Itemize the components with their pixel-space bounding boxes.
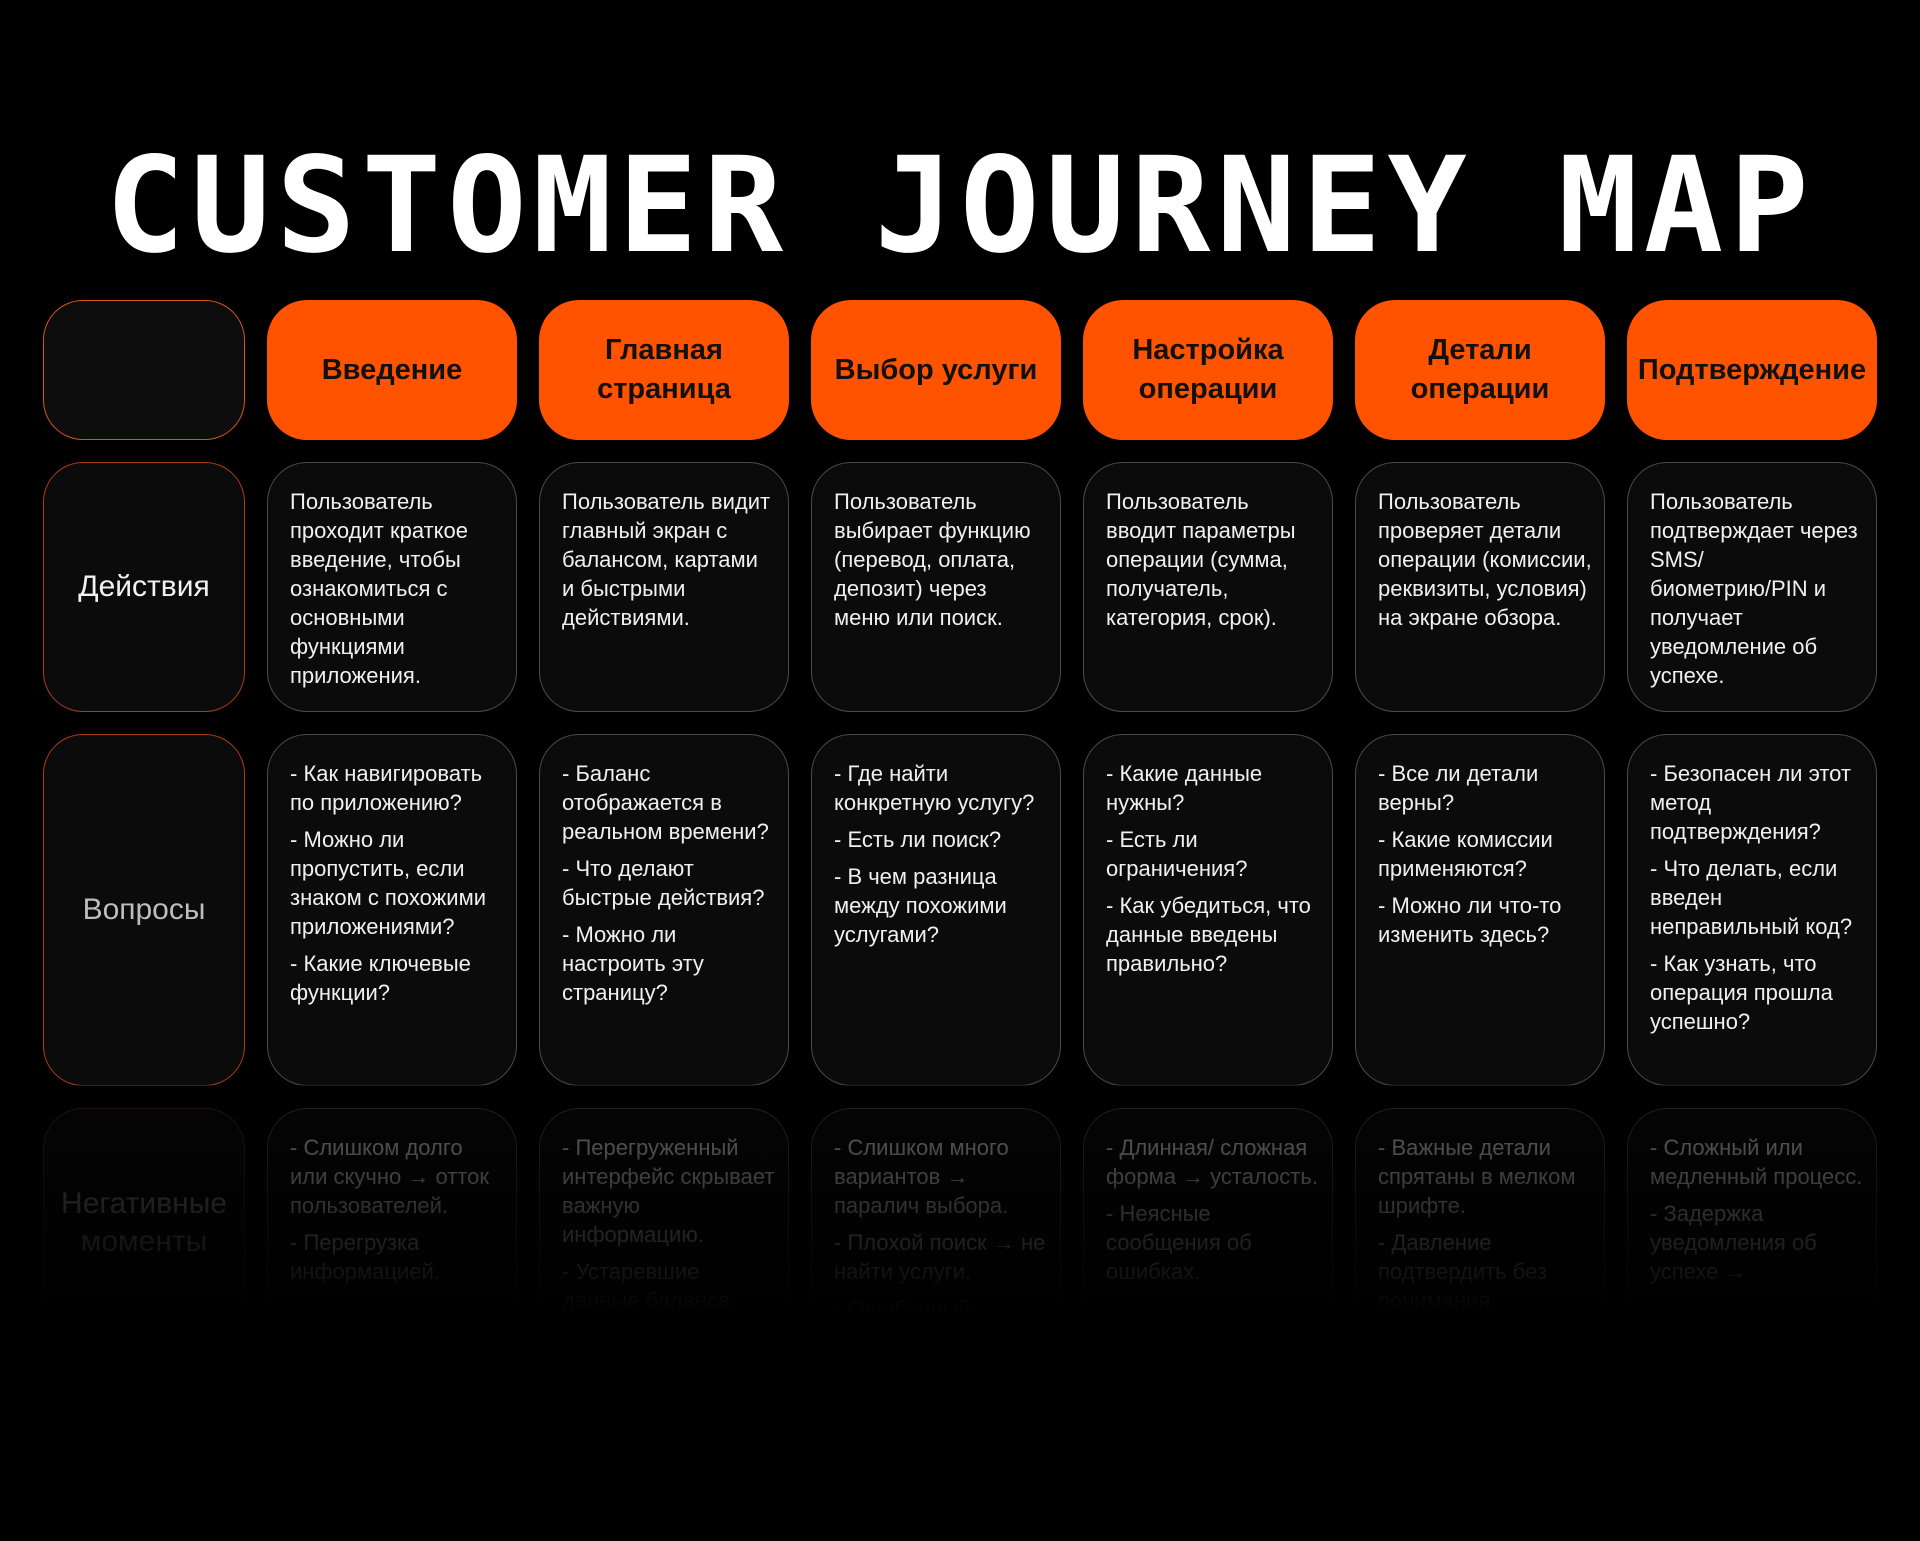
negative-item: - Сложный или медленный процесс. bbox=[1650, 1135, 1863, 1189]
negative-card: - Важные детали спрятаны в мелком шрифте… bbox=[1355, 1108, 1605, 1338]
question-card: - Все ли детали верны? - Какие комиссии … bbox=[1355, 734, 1605, 1086]
corner-cell bbox=[43, 300, 245, 440]
question-item: - Какие ключевые функции? bbox=[290, 951, 471, 1005]
question-item: - Можно ли что-то изменить здесь? bbox=[1378, 893, 1562, 947]
stage-header: Главная страница bbox=[539, 300, 789, 440]
question-item: - Есть ли поиск? bbox=[834, 827, 1002, 852]
question-item: - Какие данные нужны? bbox=[1106, 761, 1263, 815]
question-card: - Безопасен ли этот метод подтверждения?… bbox=[1627, 734, 1877, 1086]
card-text: Пользователь выбирает функцию (перевод, … bbox=[834, 489, 1031, 630]
question-card: - Как навигировать по приложению? - Можн… bbox=[267, 734, 517, 1086]
stage-header: Выбор услуги bbox=[811, 300, 1061, 440]
page-title: CUSTOMER JOURNEY MAP bbox=[105, 129, 1815, 283]
question-item: - Можно ли пропустить, если знаком с пох… bbox=[290, 827, 486, 939]
row-label-actions: Действия bbox=[43, 462, 245, 712]
negative-card: - Длинная/ сложная форма → усталость. - … bbox=[1083, 1108, 1333, 1338]
question-item: - Безопасен ли этот метод подтверждения? bbox=[1650, 761, 1851, 844]
negative-item: - Задержка уведомления об успехе → bbox=[1650, 1201, 1817, 1284]
negative-item: - Устаревшие данные баланса bbox=[562, 1259, 731, 1313]
card-text: Пользователь проверяет детали операции (… bbox=[1378, 489, 1592, 630]
negative-card: - Перегруженный интерфейс скрывает важну… bbox=[539, 1108, 789, 1338]
action-card: Пользователь проходит краткое введение, … bbox=[267, 462, 517, 712]
action-card: Пользователь видит главный экран с балан… bbox=[539, 462, 789, 712]
negative-card: - Слишком долго или скучно → отток польз… bbox=[267, 1108, 517, 1338]
question-card: - Какие данные нужны? - Есть ли ограниче… bbox=[1083, 734, 1333, 1086]
row-label-questions: Вопросы bbox=[43, 734, 245, 1086]
question-item: - Можно ли настроить эту страницу? bbox=[562, 922, 704, 1005]
negative-item: - Слишком много вариантов → паралич выбо… bbox=[834, 1135, 1009, 1218]
negative-item: - Ошибочный bbox=[834, 1296, 971, 1321]
negative-item: - Плохой поиск → не найти услуги. bbox=[834, 1230, 1046, 1284]
question-item: - Все ли детали верны? bbox=[1378, 761, 1539, 815]
negative-item: - Неясные сообщения об ошибках. bbox=[1106, 1201, 1252, 1284]
card-text: Пользователь подтверждает через SMS/ био… bbox=[1650, 489, 1858, 688]
journey-map-grid: Введение Главная страница Выбор услуги Н… bbox=[43, 300, 1877, 1338]
negative-card: - Слишком много вариантов → паралич выбо… bbox=[811, 1108, 1061, 1338]
negative-card: - Сложный или медленный процесс. - Задер… bbox=[1627, 1108, 1877, 1338]
action-card: Пользователь подтверждает через SMS/ био… bbox=[1627, 462, 1877, 712]
question-item: - Какие комиссии применяются? bbox=[1378, 827, 1553, 881]
stage-header: Введение bbox=[267, 300, 517, 440]
question-item: - Как узнать, что операция прошла успешн… bbox=[1650, 951, 1833, 1034]
question-item: - Что делают быстрые действия? bbox=[562, 856, 765, 910]
stage-header: Детали операции bbox=[1355, 300, 1605, 440]
stage-header: Настройка операции bbox=[1083, 300, 1333, 440]
action-card: Пользователь вводит параметры операции (… bbox=[1083, 462, 1333, 712]
negative-item: - Важные детали спрятаны в мелком шрифте… bbox=[1378, 1135, 1576, 1218]
question-item: - Где найти конкретную услугу? bbox=[834, 761, 1035, 815]
card-text: Пользователь проходит краткое введение, … bbox=[290, 489, 468, 688]
stage-header: Подтверждение bbox=[1627, 300, 1877, 440]
question-card: - Баланс отображается в реальном времени… bbox=[539, 734, 789, 1086]
question-item: - Как убедиться, что данные введены прав… bbox=[1106, 893, 1311, 976]
question-item: - Как навигировать по приложению? bbox=[290, 761, 483, 815]
negative-item: - Перегруженный интерфейс скрывает важну… bbox=[562, 1135, 775, 1247]
question-item: - Есть ли ограничения? bbox=[1106, 827, 1248, 881]
action-card: Пользователь проверяет детали операции (… bbox=[1355, 462, 1605, 712]
question-card: - Где найти конкретную услугу? - Есть ли… bbox=[811, 734, 1061, 1086]
action-card: Пользователь выбирает функцию (перевод, … bbox=[811, 462, 1061, 712]
negative-item: - Перегрузка информацией. bbox=[290, 1230, 440, 1284]
question-item: - Баланс отображается в реальном времени… bbox=[562, 761, 769, 844]
negative-item: - Давление подтвердить без понимания. bbox=[1378, 1230, 1547, 1313]
question-item: - В чем разница между похожими услугами? bbox=[834, 864, 1007, 947]
card-text: Пользователь вводит параметры операции (… bbox=[1106, 489, 1296, 630]
question-item: - Что делать, если введен неправильный к… bbox=[1650, 856, 1853, 939]
card-text: Пользователь видит главный экран с балан… bbox=[562, 489, 771, 630]
row-label-negative: Негативные моменты bbox=[43, 1108, 245, 1338]
negative-item: - Длинная/ сложная форма → усталость. bbox=[1106, 1135, 1318, 1189]
negative-item: - Слишком долго или скучно → отток польз… bbox=[290, 1135, 489, 1218]
